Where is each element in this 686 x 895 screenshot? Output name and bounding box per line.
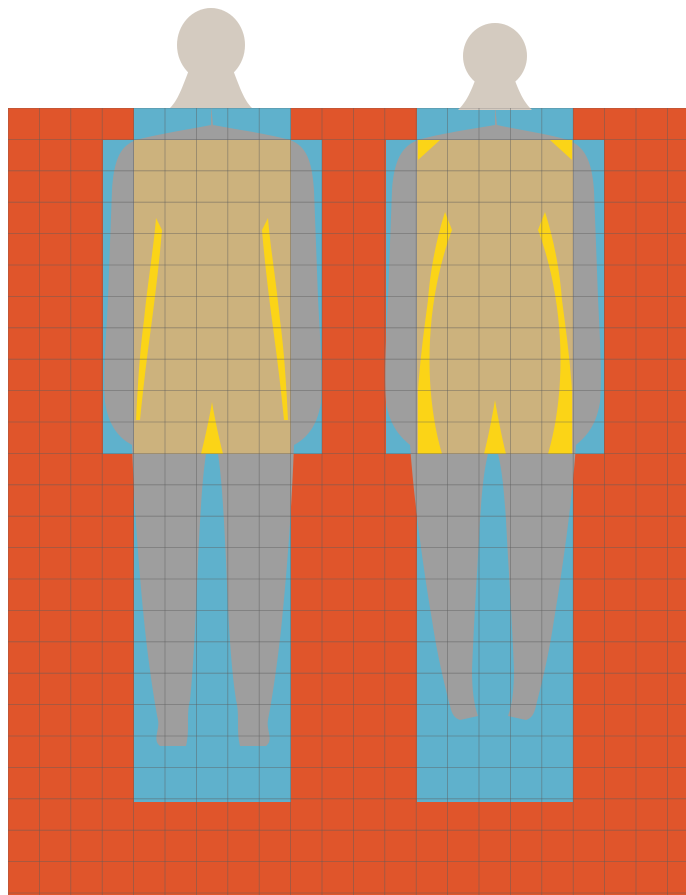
- left-figure: [103, 8, 322, 802]
- left-neck: [170, 70, 252, 108]
- right-figure: [385, 23, 604, 802]
- right-neck: [458, 78, 532, 110]
